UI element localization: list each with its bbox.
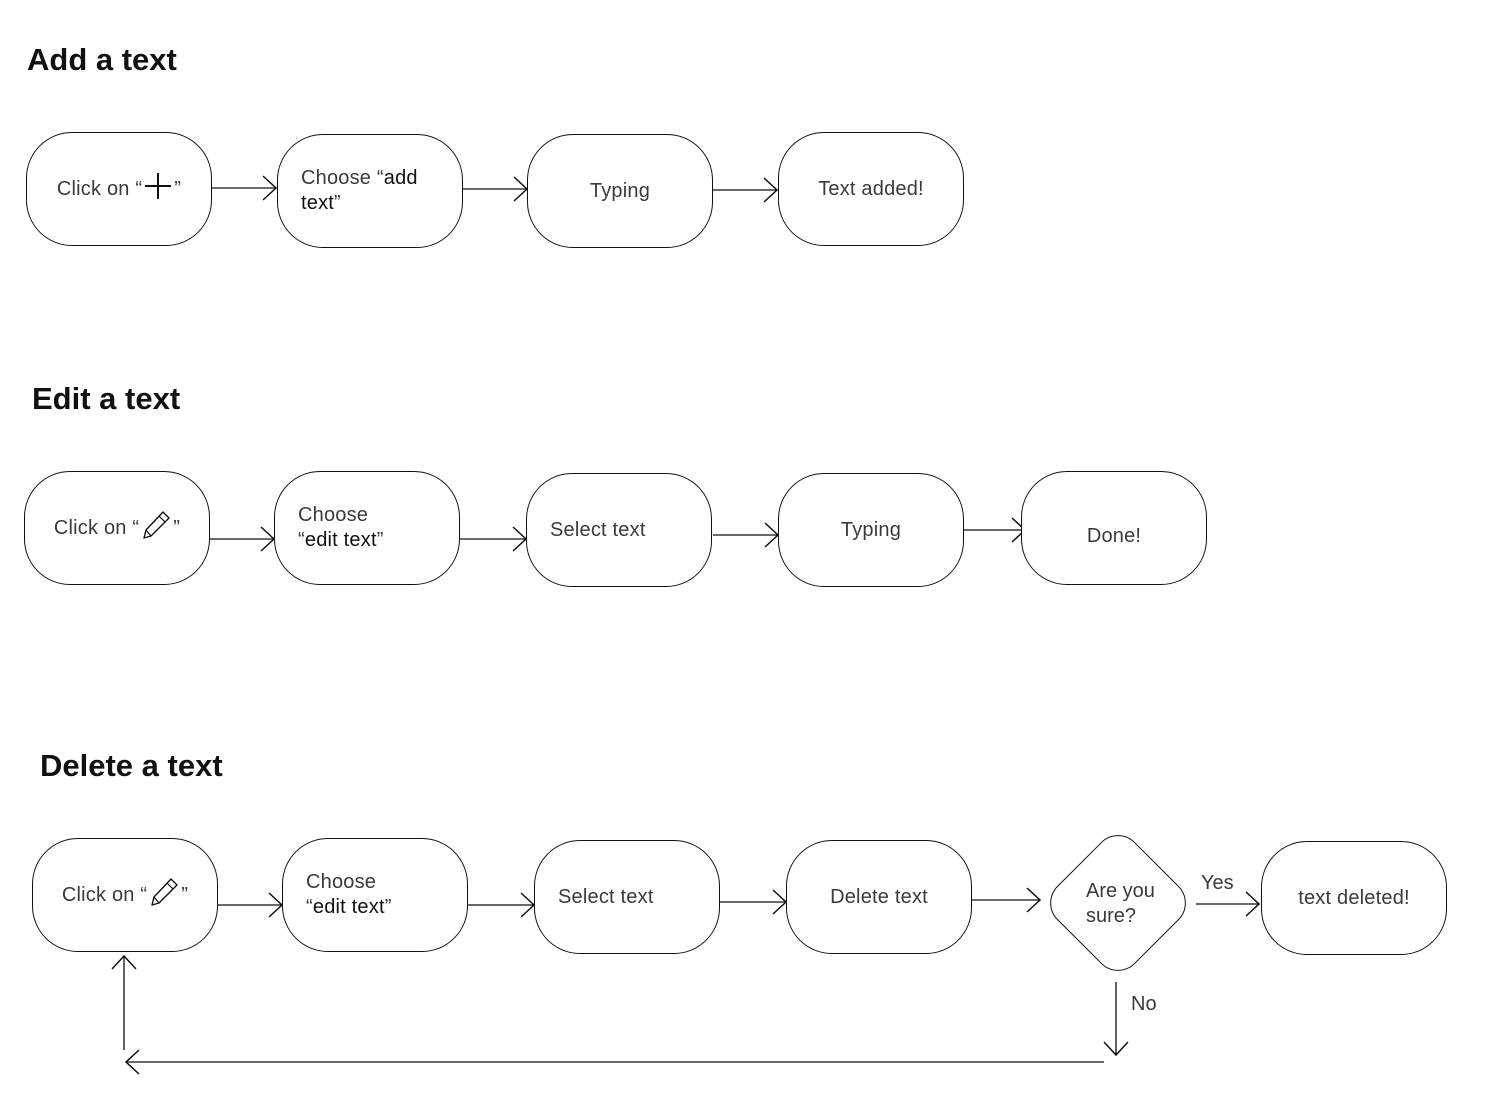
section-title-edit: Edit a text bbox=[32, 381, 181, 416]
add-step-click-plus[interactable]: Click on “” bbox=[26, 132, 212, 246]
edit-step-click-pencil-label: Click on “” bbox=[54, 509, 180, 548]
edit-step-typing[interactable]: Typing bbox=[778, 473, 964, 587]
plus-icon bbox=[143, 171, 173, 208]
delete-step-click-pencil[interactable]: Click on “” bbox=[32, 838, 218, 952]
add-step-typing[interactable]: Typing bbox=[527, 134, 713, 248]
section-title-delete: Delete a text bbox=[40, 748, 223, 783]
section-title-add: Add a text bbox=[27, 42, 177, 77]
delete-step-click-pencil-label: Click on “” bbox=[62, 876, 188, 915]
edit-step-done[interactable]: Done! bbox=[1021, 471, 1207, 585]
add-step-click-plus-label: Click on “” bbox=[57, 171, 181, 208]
delete-step-choose-edit-text[interactable]: Choose“edit text” bbox=[282, 838, 468, 952]
pencil-icon bbox=[140, 509, 172, 548]
delete-step-delete-text[interactable]: Delete text bbox=[786, 840, 972, 954]
edit-step-choose-edit-text[interactable]: Choose“edit text” bbox=[274, 471, 460, 585]
decision-label: Are you sure? bbox=[1086, 880, 1155, 927]
delete-step-text-deleted[interactable]: text deleted! bbox=[1261, 841, 1447, 955]
edit-step-click-pencil[interactable]: Click on “” bbox=[24, 471, 210, 585]
delete-step-choose-edit-text-label: Choose“edit text” bbox=[306, 871, 392, 918]
add-step-text-added[interactable]: Text added! bbox=[778, 132, 964, 246]
edit-step-choose-edit-text-label: Choose“edit text” bbox=[298, 504, 384, 551]
add-step-choose-add-text-label: Choose “add text” bbox=[301, 167, 418, 214]
delete-step-select-text[interactable]: Select text bbox=[534, 840, 720, 954]
pencil-icon bbox=[148, 876, 180, 915]
edit-step-select-text[interactable]: Select text bbox=[526, 473, 712, 587]
no-label: No bbox=[1131, 993, 1157, 1015]
add-step-choose-add-text[interactable]: Choose “add text” bbox=[277, 134, 463, 248]
yes-label: Yes bbox=[1201, 872, 1234, 894]
